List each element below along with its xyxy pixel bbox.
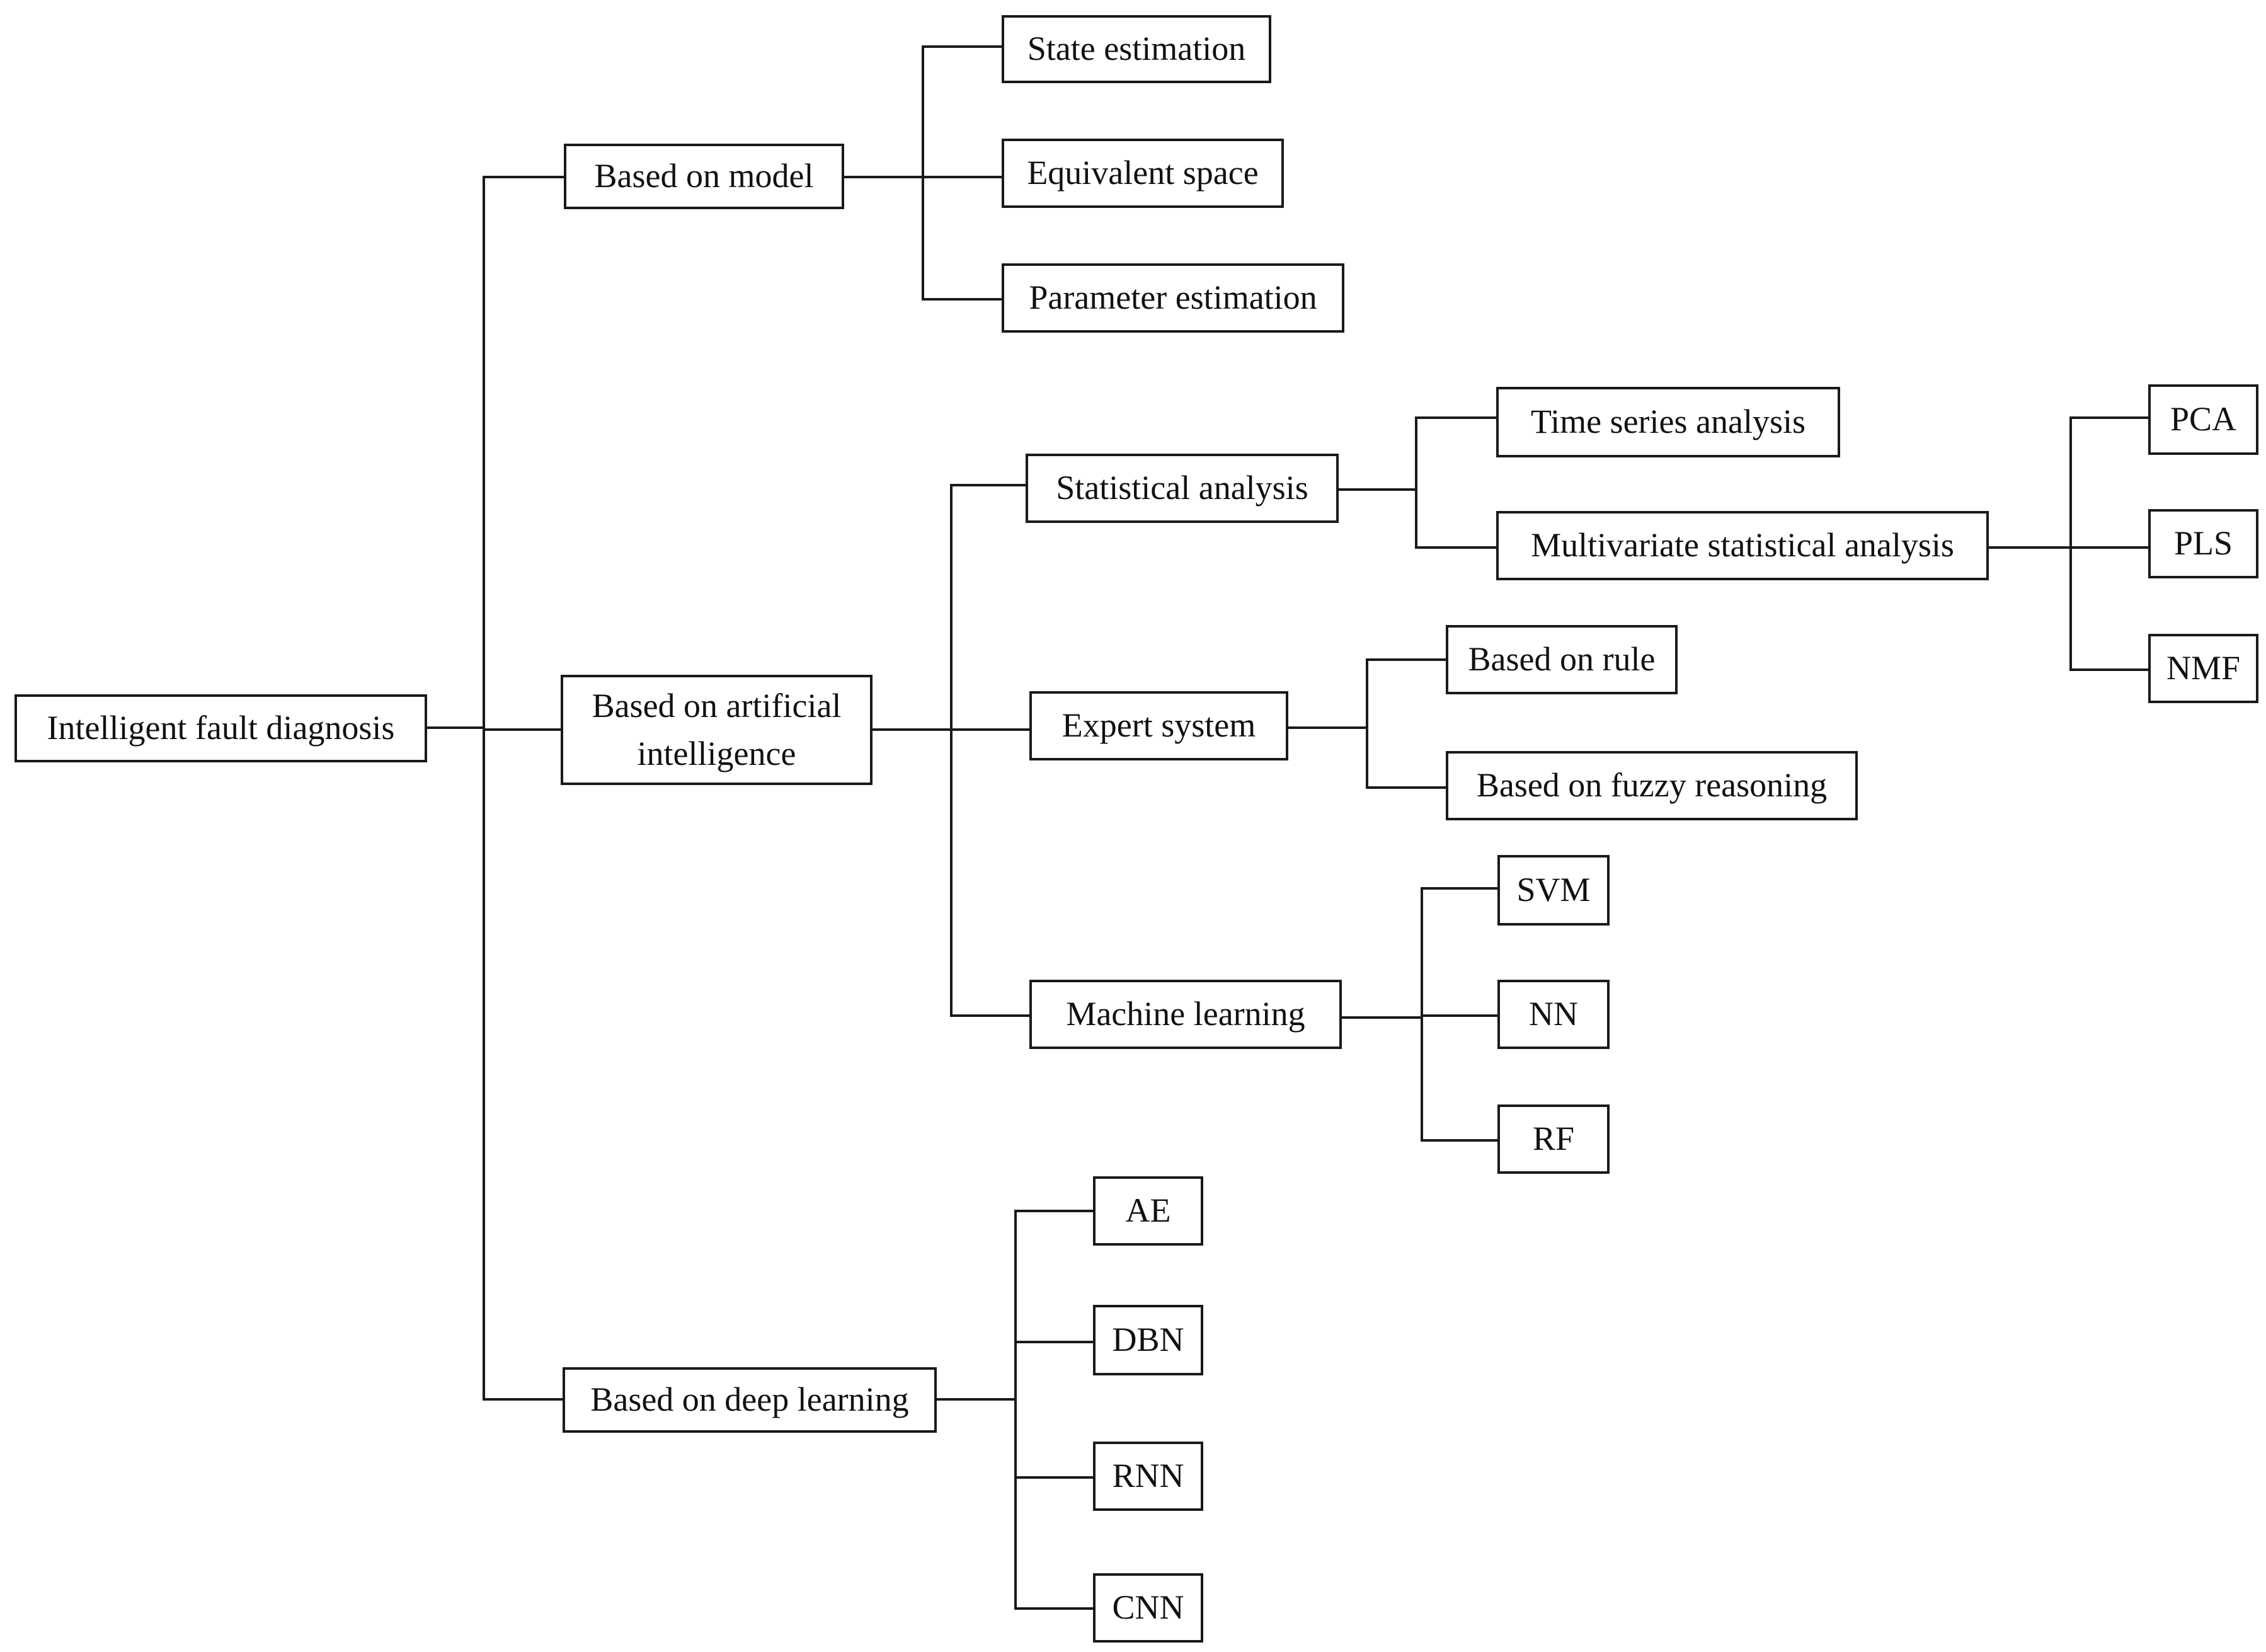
node-ae: AE [1093, 1176, 1203, 1246]
node-based-on-model: Based on model [564, 144, 844, 209]
node-parameter-estimation: Parameter estimation [1002, 263, 1344, 333]
node-based-on-deep-learning: Based on deep learning [563, 1367, 937, 1433]
node-rnn: RNN [1093, 1442, 1203, 1511]
node-based-on-rule: Based on rule [1446, 625, 1678, 694]
node-dbn: DBN [1093, 1305, 1203, 1375]
node-multivariate-statistical-analysis: Multivariate statistical analysis [1496, 511, 1989, 580]
node-time-series-analysis: Time series analysis [1496, 387, 1840, 457]
node-cnn: CNN [1093, 1573, 1203, 1643]
node-pca: PCA [2148, 384, 2258, 455]
node-pls: PLS [2148, 509, 2258, 578]
node-state-estimation: State estimation [1002, 15, 1271, 83]
node-expert-system: Expert system [1029, 691, 1288, 760]
node-svm: SVM [1497, 855, 1610, 926]
node-based-on-fuzzy-reasoning: Based on fuzzy reasoning [1446, 751, 1858, 820]
node-rf: RF [1497, 1104, 1610, 1174]
node-machine-learning: Machine learning [1029, 980, 1342, 1049]
node-statistical-analysis: Statistical analysis [1026, 454, 1339, 523]
node-nmf: NMF [2148, 634, 2258, 703]
node-based-on-artificial-intelligence: Based on artificial intelligence [561, 675, 873, 785]
node-nn: NN [1497, 980, 1610, 1049]
node-intelligent-fault-diagnosis: Intelligent fault diagnosis [14, 694, 427, 762]
node-equivalent-space: Equivalent space [1002, 139, 1284, 208]
